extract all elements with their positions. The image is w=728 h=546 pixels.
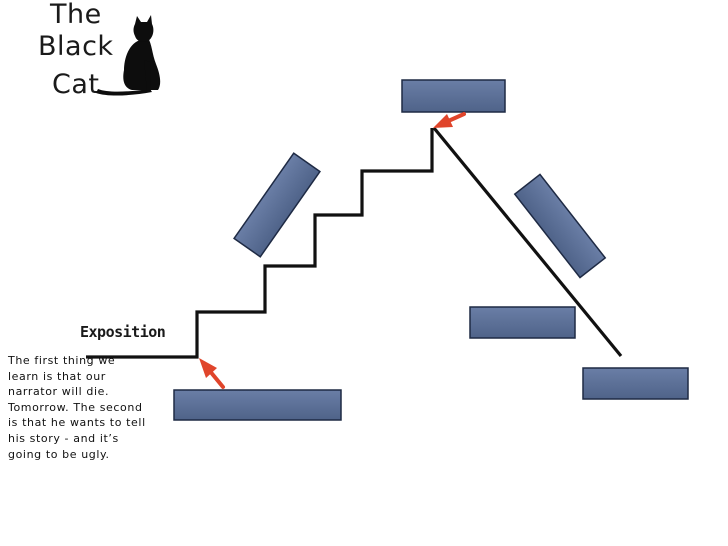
exposition-heading: Exposition [80, 323, 166, 341]
ending-box [582, 367, 689, 400]
inciting-incident-arrow [199, 358, 225, 389]
falling-action-line [432, 126, 623, 358]
rising-action-box [233, 152, 321, 258]
climax-box [401, 79, 506, 113]
rising-action-line [86, 128, 434, 359]
title-black: Black [38, 31, 114, 62]
exposition-text: The first thing we learn is that our nar… [8, 354, 146, 461]
resolution-box [469, 306, 576, 339]
title-the: The [50, 0, 102, 30]
black-cat-icon [96, 15, 161, 96]
climax-arrow [433, 112, 466, 128]
falling-action-box [513, 173, 607, 279]
inciting-incident-box [173, 389, 342, 421]
title-cat: Cat [52, 69, 100, 100]
